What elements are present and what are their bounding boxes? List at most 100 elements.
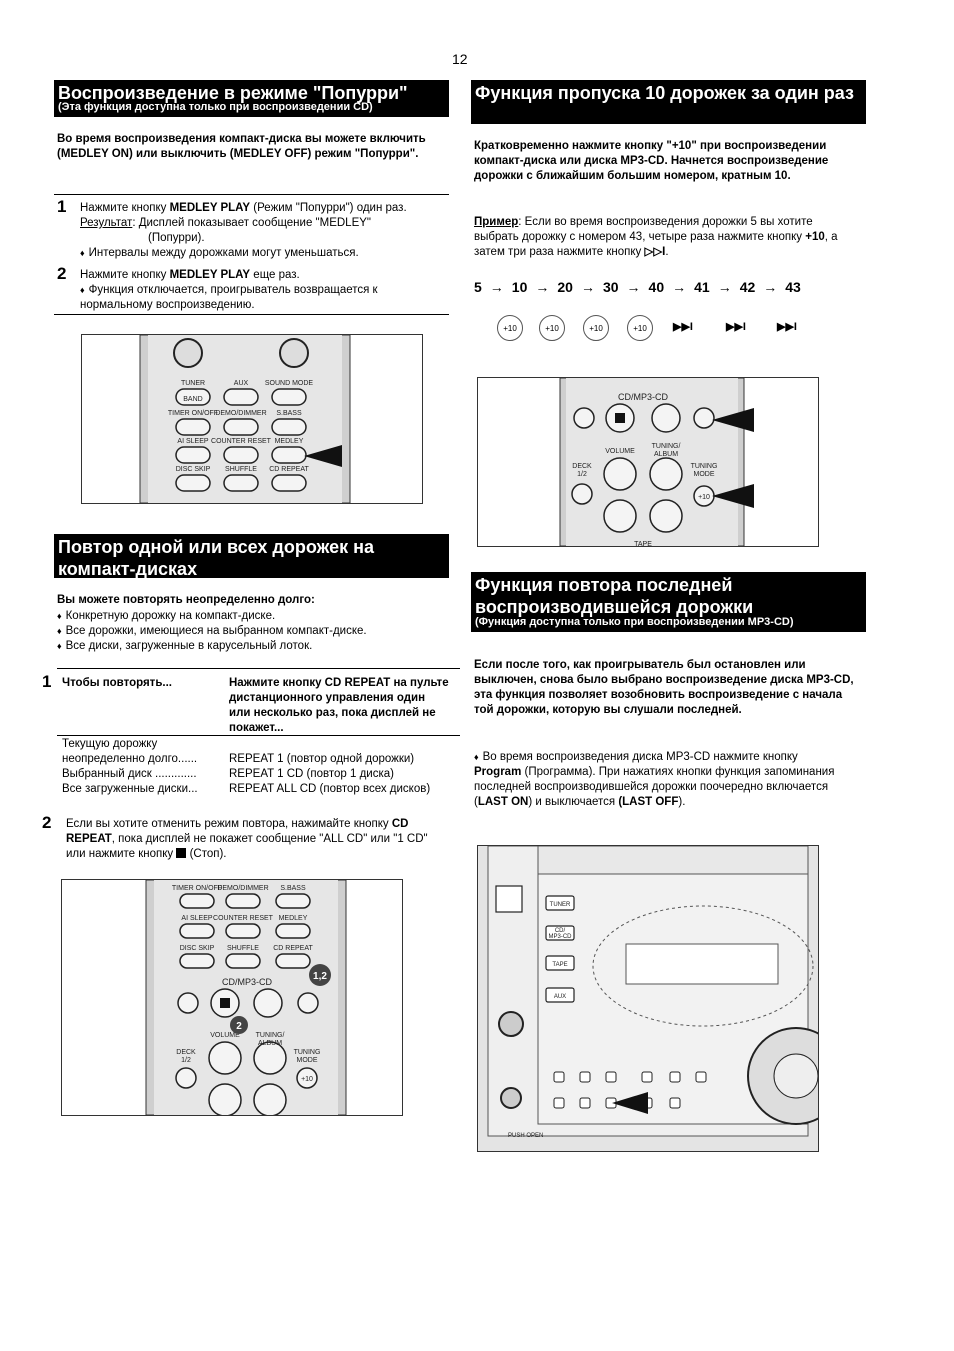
svg-text:TUNING: TUNING xyxy=(294,1049,321,1056)
text: LAST ON xyxy=(477,796,529,808)
text: Нажмите кнопку xyxy=(80,202,170,214)
bullet-icon xyxy=(474,751,483,763)
plus10-icon: +10 xyxy=(627,315,653,341)
svg-text:S.BASS: S.BASS xyxy=(276,410,302,417)
svg-text:DEMO/DIMMER: DEMO/DIMMER xyxy=(215,410,266,417)
next-track-icon: ▶▶I xyxy=(726,321,746,333)
text: Если вы хотите отменить режим повтора, н… xyxy=(66,818,392,830)
svg-text:TAPE: TAPE xyxy=(552,962,567,968)
text: +10 xyxy=(805,231,825,243)
cell: неопределенно долго...... xyxy=(62,753,198,765)
plus10-icon: +10 xyxy=(497,315,523,341)
seq-item: 30 xyxy=(602,279,619,295)
cell: Текущую дорожку xyxy=(62,738,158,750)
svg-text:AUX: AUX xyxy=(554,994,566,1000)
text: (Режим "Попурри") один раз. xyxy=(250,202,407,214)
text: Нажмите кнопку xyxy=(80,269,170,281)
svg-text:DISC SKIP: DISC SKIP xyxy=(180,945,215,952)
svg-text:DISC SKIP: DISC SKIP xyxy=(176,466,211,473)
seq-item: 41 xyxy=(694,279,710,295)
repeat-table: Текущую дорожку неопределенно долго.....… xyxy=(62,737,457,797)
example-label: Пример xyxy=(474,216,519,228)
svg-text:COUNTER RESET: COUNTER RESET xyxy=(213,915,274,922)
seq-item: 43 xyxy=(785,279,801,295)
divider xyxy=(57,668,460,669)
last-subtitle: (Функция доступна только при воспроизвед… xyxy=(475,616,794,628)
last-title: Функция повтора последней воспроизводивш… xyxy=(475,575,754,617)
cell: Выбранный диск ............. xyxy=(62,768,197,780)
step-number: 1 xyxy=(42,672,52,691)
svg-text:TUNING: TUNING xyxy=(691,463,718,470)
svg-text:ALBUM: ALBUM xyxy=(654,451,678,458)
unit-image: TUNER CD/MP3-CD TAPE AUX PUSH OPEN xyxy=(477,845,819,1152)
text: Во время воспроизведения диска MP3-CD на… xyxy=(482,751,798,763)
text: (Программа). При нажатиях кнопки функция… xyxy=(474,766,835,808)
medley-title: Воспроизведение в режиме "Попурри" xyxy=(58,83,408,103)
seq-item: 20 xyxy=(557,279,573,295)
seq-arrow: → xyxy=(626,279,641,295)
text: еще раз. xyxy=(250,269,300,281)
text: ). xyxy=(678,796,686,808)
text: MEDLEY PLAY xyxy=(169,269,251,281)
step-number: 2 xyxy=(57,264,67,283)
seq-arrow: → xyxy=(763,279,778,295)
text: Program xyxy=(474,766,522,778)
stop-icon xyxy=(176,848,187,858)
svg-text:CD/: CD/ xyxy=(555,928,566,934)
svg-text:+10: +10 xyxy=(301,1076,313,1083)
text: ) и выключается xyxy=(528,796,619,808)
seq-item: 40 xyxy=(648,279,665,295)
svg-text:MP3-CD: MP3-CD xyxy=(548,934,572,940)
seq-arrow: → xyxy=(489,279,504,295)
svg-text:CD/MP3-CD: CD/MP3-CD xyxy=(618,392,669,402)
bullet: Функция отключается, проигрыватель возвр… xyxy=(80,283,440,313)
svg-text:TUNER: TUNER xyxy=(550,902,571,908)
repeat-bullets: Конкретную дорожку на компакт-диске. Все… xyxy=(57,609,447,654)
table-row: неопределенно долго......REPEAT 1 (повто… xyxy=(62,752,439,767)
seq-arrow: → xyxy=(535,279,550,295)
cell: Все загруженные диски... xyxy=(62,783,198,795)
text: (LAST OFF xyxy=(618,796,679,808)
skip10-title: Функция пропуска 10 дорожек за один раз xyxy=(475,83,854,103)
svg-text:VOLUME: VOLUME xyxy=(210,1032,240,1039)
svg-text:MODE: MODE xyxy=(694,471,715,478)
seq-item: 10 xyxy=(511,279,528,295)
svg-text:AUX: AUX xyxy=(234,380,249,387)
divider xyxy=(57,735,460,736)
cell: REPEAT ALL CD (повтор всех дисков) xyxy=(229,783,431,795)
svg-text:DECK: DECK xyxy=(572,463,592,470)
medley-step1: Нажмите кнопку MEDLEY PLAY (Режим "Попур… xyxy=(80,201,450,261)
text: . xyxy=(665,246,669,258)
table-row: Выбранный диск .............REPEAT 1 CD … xyxy=(62,767,439,782)
bullet: Интервалы между дорожками могут уменьшат… xyxy=(80,247,359,259)
svg-text:PUSH OPEN: PUSH OPEN xyxy=(508,1133,543,1139)
button-row: +10 +10 +10 +10 ▶▶I ▶▶I ▶▶I xyxy=(497,315,807,341)
text: (Попурри). xyxy=(148,232,205,244)
repeat-title: Повтор одной или всех дорожек на компакт… xyxy=(58,537,375,579)
svg-text:CD/MP3-CD: CD/MP3-CD xyxy=(222,977,273,987)
col2-head: Нажмите кнопку CD REPEAT на пульте диста… xyxy=(229,677,449,734)
unit-illustration: TUNER CD/MP3-CD TAPE AUX PUSH OPEN xyxy=(478,846,818,1151)
medley-subtitle: (Эта функция доступна только при воспрои… xyxy=(58,101,373,113)
repeat-intro: Вы можете повторять неопределенно долго: xyxy=(57,594,315,606)
seq-item: 5 xyxy=(474,279,482,295)
track-sequence: 5→10→20→30→40→41→42→43 xyxy=(474,279,894,297)
svg-text:1/2: 1/2 xyxy=(577,471,587,478)
svg-text:COUNTER RESET: COUNTER RESET xyxy=(211,438,272,445)
plus10-icon: +10 xyxy=(539,315,565,341)
svg-text:CD REPEAT: CD REPEAT xyxy=(273,945,313,952)
svg-text:MEDLEY: MEDLEY xyxy=(279,915,308,922)
cell xyxy=(229,737,439,752)
skip10-intro: Кратковременно нажмите кнопку "+10" при … xyxy=(474,140,829,182)
svg-text:VOLUME: VOLUME xyxy=(605,448,635,455)
last-bullet: Во время воспроизведения диска MP3-CD на… xyxy=(474,750,844,810)
next-track-icon: ▶▶I xyxy=(673,321,693,333)
table-row: Текущую дорожку xyxy=(62,737,439,752)
svg-text:1,2: 1,2 xyxy=(313,971,327,982)
medley-intro: Во время воспроизведения компакт-диска в… xyxy=(57,133,426,160)
